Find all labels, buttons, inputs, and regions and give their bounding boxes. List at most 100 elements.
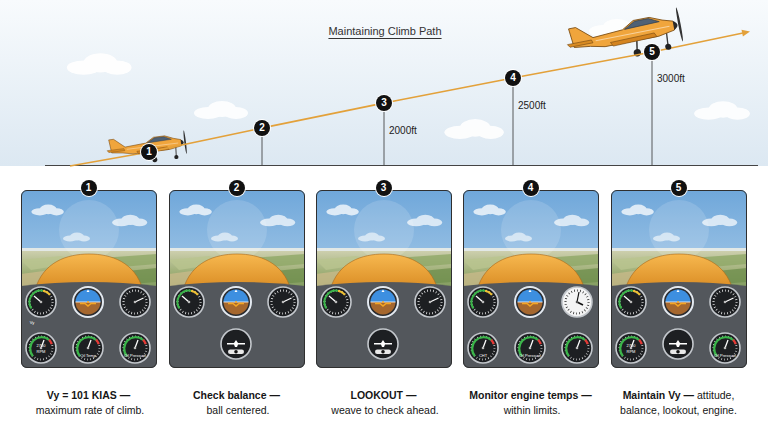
panel-number: 1 [81, 180, 97, 196]
cloud [67, 53, 132, 75]
step-number: 3 [381, 183, 387, 193]
oil-pressure-gauge [515, 333, 545, 363]
altitude-label: 2500ft [518, 101, 546, 111]
vertical-speed-indicator [268, 287, 298, 317]
altitude-tick [513, 86, 514, 165]
panel-caption: Vy = 101 KIAS — maximum rate of climb. [15, 388, 163, 418]
step-number: 3 [381, 98, 387, 108]
airspeed-indicator [26, 287, 56, 317]
step-number: 5 [676, 183, 682, 193]
airspeed-indicator [174, 287, 204, 317]
cloud [444, 119, 503, 139]
step-number: 1 [146, 147, 152, 157]
climb-marker: 4 [505, 70, 521, 86]
altitude-label: 3000ft [657, 74, 685, 84]
diagram-title: Maintaining Climb Path [328, 25, 441, 37]
climb-path-start [70, 152, 149, 166]
oil-pressure-gauge [120, 333, 150, 363]
cht-gauge [468, 333, 498, 363]
tachometer [26, 333, 56, 363]
airplane-climbing [564, 7, 685, 69]
airspeed-indicator [321, 287, 351, 317]
oil-pressure-gauge [710, 333, 740, 363]
oil-temp-gauge [73, 333, 103, 363]
altitude-tick [652, 60, 653, 165]
caption-body: maximum rate of climb. [36, 404, 145, 416]
attitude-indicator [515, 287, 545, 317]
climb-marker: 3 [376, 95, 392, 111]
cockpit-panel: LOOKOUT —weave to check ahead.3 [316, 190, 452, 368]
climb-path-segment [392, 80, 505, 102]
vertical-speed-indicator [710, 287, 740, 317]
climb-marker: 1 [141, 144, 157, 160]
panel-caption: Maintain Vy —attitude, balance, lookout,… [605, 388, 753, 418]
vertical-speed-indicator [120, 287, 150, 317]
engine-gauge [562, 333, 592, 363]
panel-number: 5 [671, 180, 687, 196]
attitude-indicator [663, 287, 693, 317]
caption-heading: Maintain Vy — [623, 389, 694, 401]
climb-path-segment [157, 130, 254, 151]
panel-caption: LOOKOUT —weave to check ahead. [310, 388, 458, 418]
gauge-label: 2700 [37, 344, 46, 348]
cloud [694, 101, 750, 120]
gauge-label: CHT [479, 354, 487, 358]
cloud [194, 101, 248, 119]
cockpit-view [169, 190, 305, 368]
instruments [26, 287, 740, 363]
altitude-markers [262, 60, 652, 165]
gauge-label: RPM [627, 350, 636, 354]
step-number: 5 [649, 47, 655, 57]
gauge-label: 2700 [627, 344, 636, 348]
altimeter [562, 287, 592, 317]
cockpit-view [316, 190, 452, 368]
caption-heading: LOOKOUT — [351, 389, 417, 401]
climb-path-segment [270, 105, 376, 127]
panel-number: 4 [523, 180, 539, 196]
tachometer [616, 333, 646, 363]
gauge-label: Oil Temp [80, 354, 96, 358]
climb-path-segment [521, 53, 644, 76]
climb-marker: 2 [254, 120, 270, 136]
caption-heading: Monitor engine temps — [469, 389, 592, 401]
gauge-label: Oil Pressure [714, 354, 736, 358]
altitude-tick [384, 111, 385, 165]
gauge-label: Oil Pressure [519, 354, 541, 358]
turn-coordinator [221, 329, 251, 359]
panel-caption: Check balance — ball centered. [163, 388, 311, 418]
step-number: 2 [259, 123, 265, 133]
airspeed-indicator [616, 287, 646, 317]
ground-line [45, 165, 758, 166]
caption-body: ball centered. [206, 404, 269, 416]
panel-number: 2 [229, 180, 245, 196]
cockpit-panel: Monitor engine temps —within limits.4 [463, 190, 599, 368]
cockpit-view [611, 190, 747, 368]
climb-marker: 5 [644, 44, 660, 60]
cockpit-views [21, 190, 747, 368]
turn-coordinator [368, 329, 398, 359]
gauge-label: Vy [30, 321, 35, 325]
altitude-label: 2000ft [389, 126, 417, 136]
step-number: 1 [86, 183, 92, 193]
panel-caption: Monitor engine temps — within limits. [457, 388, 605, 418]
step-number: 4 [528, 183, 534, 193]
cockpit-panel: Vy = 101 KIAS —maximum rate of climb.1 [21, 190, 157, 368]
vertical-speed-indicator [415, 287, 445, 317]
gauge-label: RPM [37, 350, 46, 354]
climb-path-arrowhead [742, 30, 751, 37]
caption-heading: Vy = 101 KIAS — [47, 389, 130, 401]
airplane-takeoff [106, 130, 188, 168]
caption-heading: Check balance — [193, 389, 280, 401]
airspeed-indicator [468, 287, 498, 317]
cockpit-panel: Maintain Vy —attitude, balance, lookout,… [611, 190, 747, 368]
altitude-tick [262, 136, 263, 165]
caption-body: within limits. [504, 404, 561, 416]
attitude-indicator [73, 287, 103, 317]
cockpit-panel: Check balance —ball centered.2 [169, 190, 305, 368]
panel-number: 3 [376, 180, 392, 196]
gauge-label: Oil Pressure [124, 354, 146, 358]
step-number: 2 [234, 183, 240, 193]
